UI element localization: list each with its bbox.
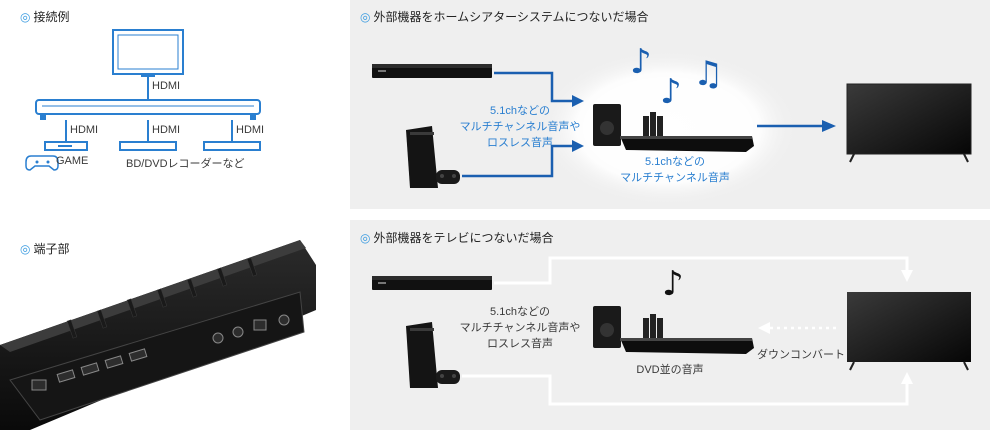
top-output-label: 5.1chなどの マルチチャンネル音声 bbox=[620, 156, 730, 184]
tv-icon bbox=[846, 83, 972, 163]
terminal-heading: ◎ 端子部 bbox=[20, 241, 70, 257]
recorder-icon bbox=[119, 141, 261, 151]
circle-bullet-icon: ◎ bbox=[20, 241, 31, 256]
game-console-icon bbox=[406, 322, 460, 388]
hdmi-label-top: HDMI bbox=[152, 80, 181, 92]
terminal-photo bbox=[0, 240, 316, 430]
connection-diagram bbox=[25, 29, 261, 171]
signal-arrows bbox=[462, 256, 909, 406]
game-label: GAME bbox=[56, 155, 89, 167]
tv-icon bbox=[112, 29, 184, 77]
blu-ray-player-icon bbox=[372, 64, 492, 78]
game-console-icon bbox=[406, 126, 460, 188]
hdmi-label-game: HDMI bbox=[70, 124, 99, 136]
signal-arrows bbox=[462, 71, 824, 178]
tv-icon bbox=[847, 292, 971, 371]
bottom-source-label: 5.1chなどの マルチチャンネル音声や ロスレス音声 bbox=[459, 306, 581, 350]
top-diagram bbox=[372, 50, 972, 206]
top-panel-heading: ◎ 外部機器をホームシアターシステムにつないだ場合 bbox=[360, 9, 649, 25]
receiver-icon bbox=[35, 99, 261, 120]
bottom-diagram bbox=[372, 256, 971, 406]
recorder-label: BD/DVDレコーダーなど bbox=[126, 158, 245, 170]
bottom-panel-heading: ◎ 外部機器をテレビにつないだ場合 bbox=[360, 230, 554, 246]
game-console-icon bbox=[44, 141, 88, 151]
home-theater-system-icon bbox=[593, 104, 754, 152]
home-theater-system-icon bbox=[593, 306, 754, 354]
circle-bullet-icon: ◎ bbox=[20, 9, 31, 24]
bottom-output-label: DVD並の音声 bbox=[636, 364, 704, 376]
music-note-icon: ♪ bbox=[630, 42, 652, 82]
circle-bullet-icon: ◎ bbox=[360, 230, 371, 245]
circle-bullet-icon: ◎ bbox=[360, 9, 371, 24]
gamepad-icon bbox=[25, 155, 59, 171]
connection-heading: ◎ 接続例 bbox=[20, 9, 70, 25]
blu-ray-player-icon bbox=[372, 276, 492, 290]
hdmi-label-recorder2: HDMI bbox=[236, 124, 265, 136]
hdmi-label-recorder1: HDMI bbox=[152, 124, 181, 136]
music-note-icon: ♪ bbox=[662, 264, 684, 304]
downconvert-label: ダウンコンバート bbox=[757, 349, 845, 361]
music-note-icon: ♪ bbox=[660, 72, 682, 112]
double-music-note-icon: ♫ bbox=[693, 54, 724, 94]
top-source-label: 5.1chなどの マルチチャンネル音声や ロスレス音声 bbox=[459, 105, 581, 149]
downconvert-arrow bbox=[758, 322, 836, 334]
